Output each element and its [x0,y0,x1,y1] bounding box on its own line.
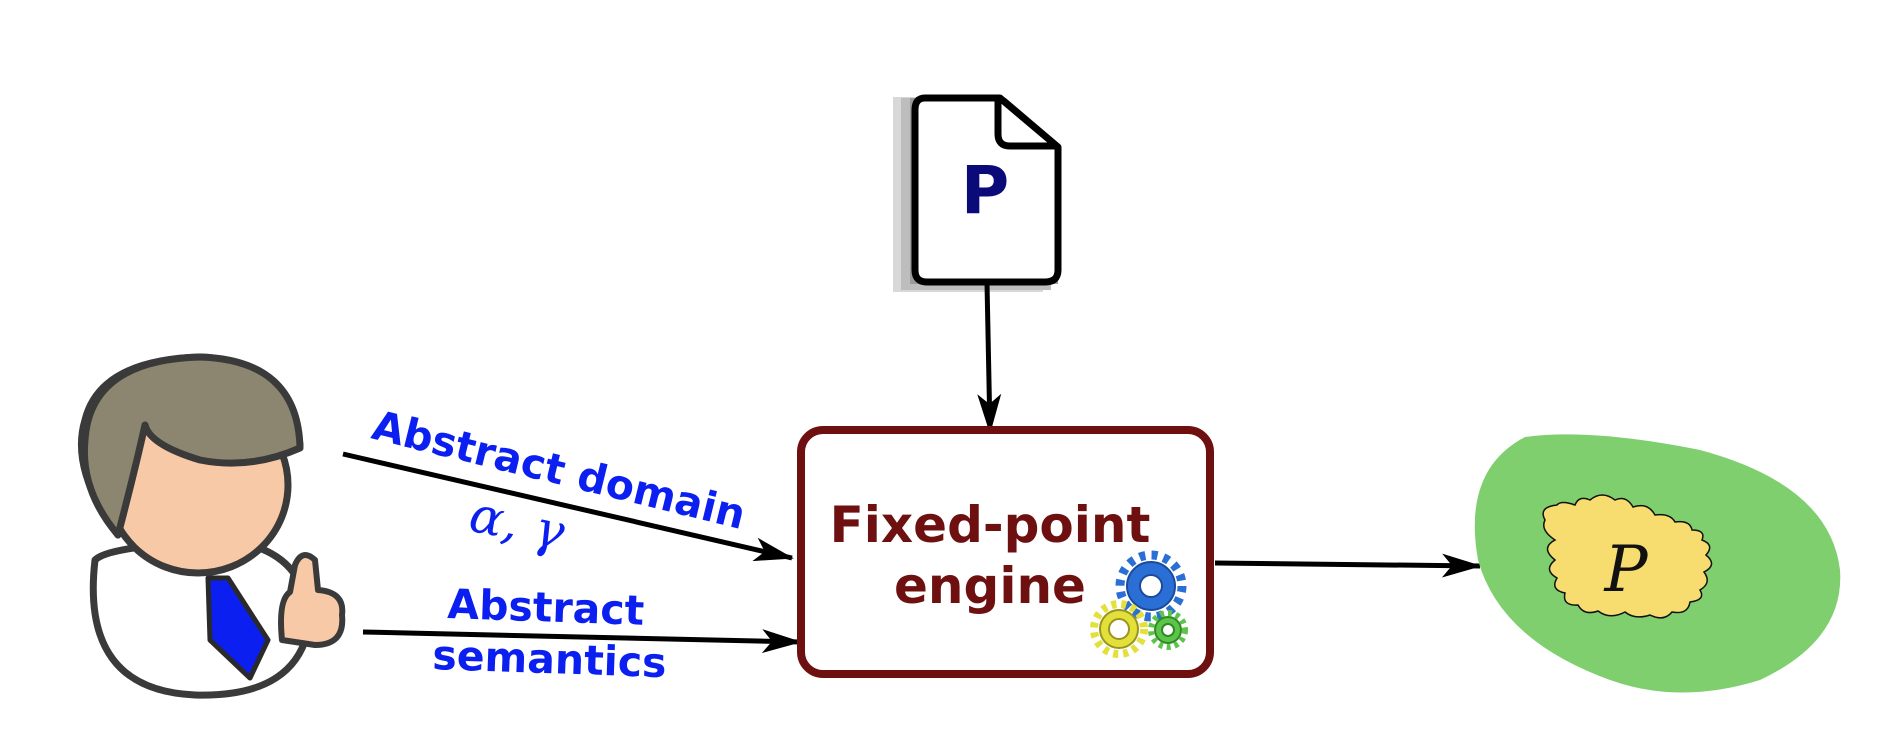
arrow-domain [342,451,794,562]
abstract-set-blob [1542,494,1713,619]
arrow-semantics [362,629,802,654]
concretization-symbols: α, γ [465,485,571,562]
result-letter: P [1603,533,1648,607]
program-letter: P [961,152,1009,229]
engine-title-line1: Fixed-point [830,496,1151,554]
arrow-engine-to-result [1214,553,1482,578]
engine-title-line2: engine [894,557,1086,615]
abstract-semantics-label-line1: Abstract [447,580,645,635]
result-region: P [1474,434,1841,693]
user-icon [77,353,346,699]
abstract-semantics-label-line2: semantics [432,631,668,687]
fixed-point-engine: Fixed-point engine [797,426,1214,678]
document-icon: P [893,94,1062,292]
gears-icon [1090,550,1188,658]
arrow-document-to-engine [977,282,1002,434]
